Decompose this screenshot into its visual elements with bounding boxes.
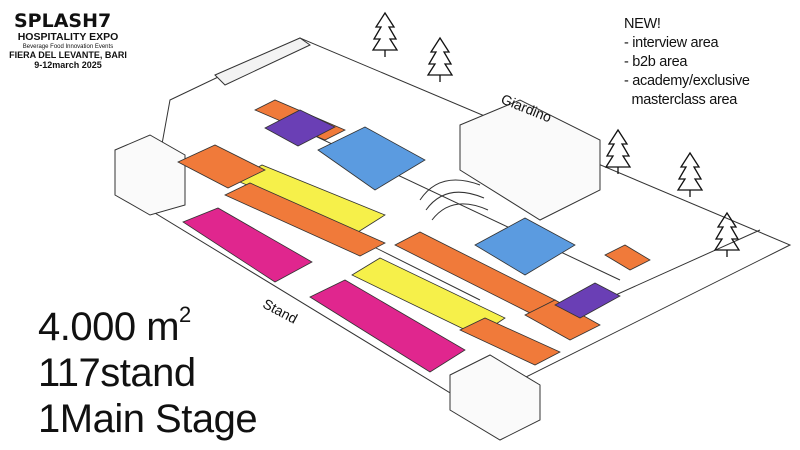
area-unit-exponent: 2 (179, 302, 191, 327)
event-stats: 4.000 m2 117stand 1Main Stage (38, 292, 258, 442)
event-logo: SPLASH7 HOSPITALITY EXPO Beverage Food I… (8, 12, 128, 70)
logo-brand: SPLASH7 (14, 10, 112, 32)
tree-icon (426, 36, 454, 82)
stage-seating (419, 179, 489, 221)
zone-purple-2 (554, 282, 621, 319)
tree-icon (371, 11, 399, 57)
new-item: - interview area (624, 35, 719, 51)
trees (371, 11, 741, 257)
new-features-list: NEW! - interview area - b2b area - acade… (624, 15, 750, 110)
stands-stat: 117stand (38, 351, 196, 395)
new-item: - b2b area (624, 54, 688, 70)
side-block-left (114, 134, 186, 216)
tree-icon (676, 151, 704, 197)
zone-blue-1 (317, 126, 426, 191)
new-item: masterclass area (624, 92, 738, 108)
new-item: - academy/exclusive (624, 73, 750, 89)
new-title: NEW! (624, 16, 661, 32)
stage-block (459, 99, 601, 221)
tree-icon (713, 211, 741, 257)
zone-orange-7 (604, 244, 651, 271)
zone-orange-1 (177, 144, 266, 189)
zone-blue-2 (474, 217, 576, 276)
zone-orange-5 (459, 317, 561, 366)
area-stat: 4.000 m (38, 305, 180, 349)
zone-magenta-2 (309, 279, 466, 373)
logo-tagline: Beverage Food Innovation Events (22, 43, 114, 50)
zone-purple-1 (264, 109, 336, 147)
tree-icon (604, 128, 632, 174)
zone-magenta-1 (182, 207, 313, 283)
hall-wall (214, 37, 311, 86)
stage-stat: 1Main Stage (38, 397, 258, 441)
side-block-bottom (449, 354, 541, 441)
logo-venue: FIERA DEL LEVANTE, BARI (9, 49, 127, 60)
zone-orange-2 (224, 182, 386, 257)
zone-yellow-2 (351, 257, 506, 337)
logo-dates: 9-12march 2025 (34, 59, 102, 70)
logo-subtitle: HOSPITALITY EXPO (17, 31, 119, 43)
zone-orange-6 (524, 299, 601, 341)
